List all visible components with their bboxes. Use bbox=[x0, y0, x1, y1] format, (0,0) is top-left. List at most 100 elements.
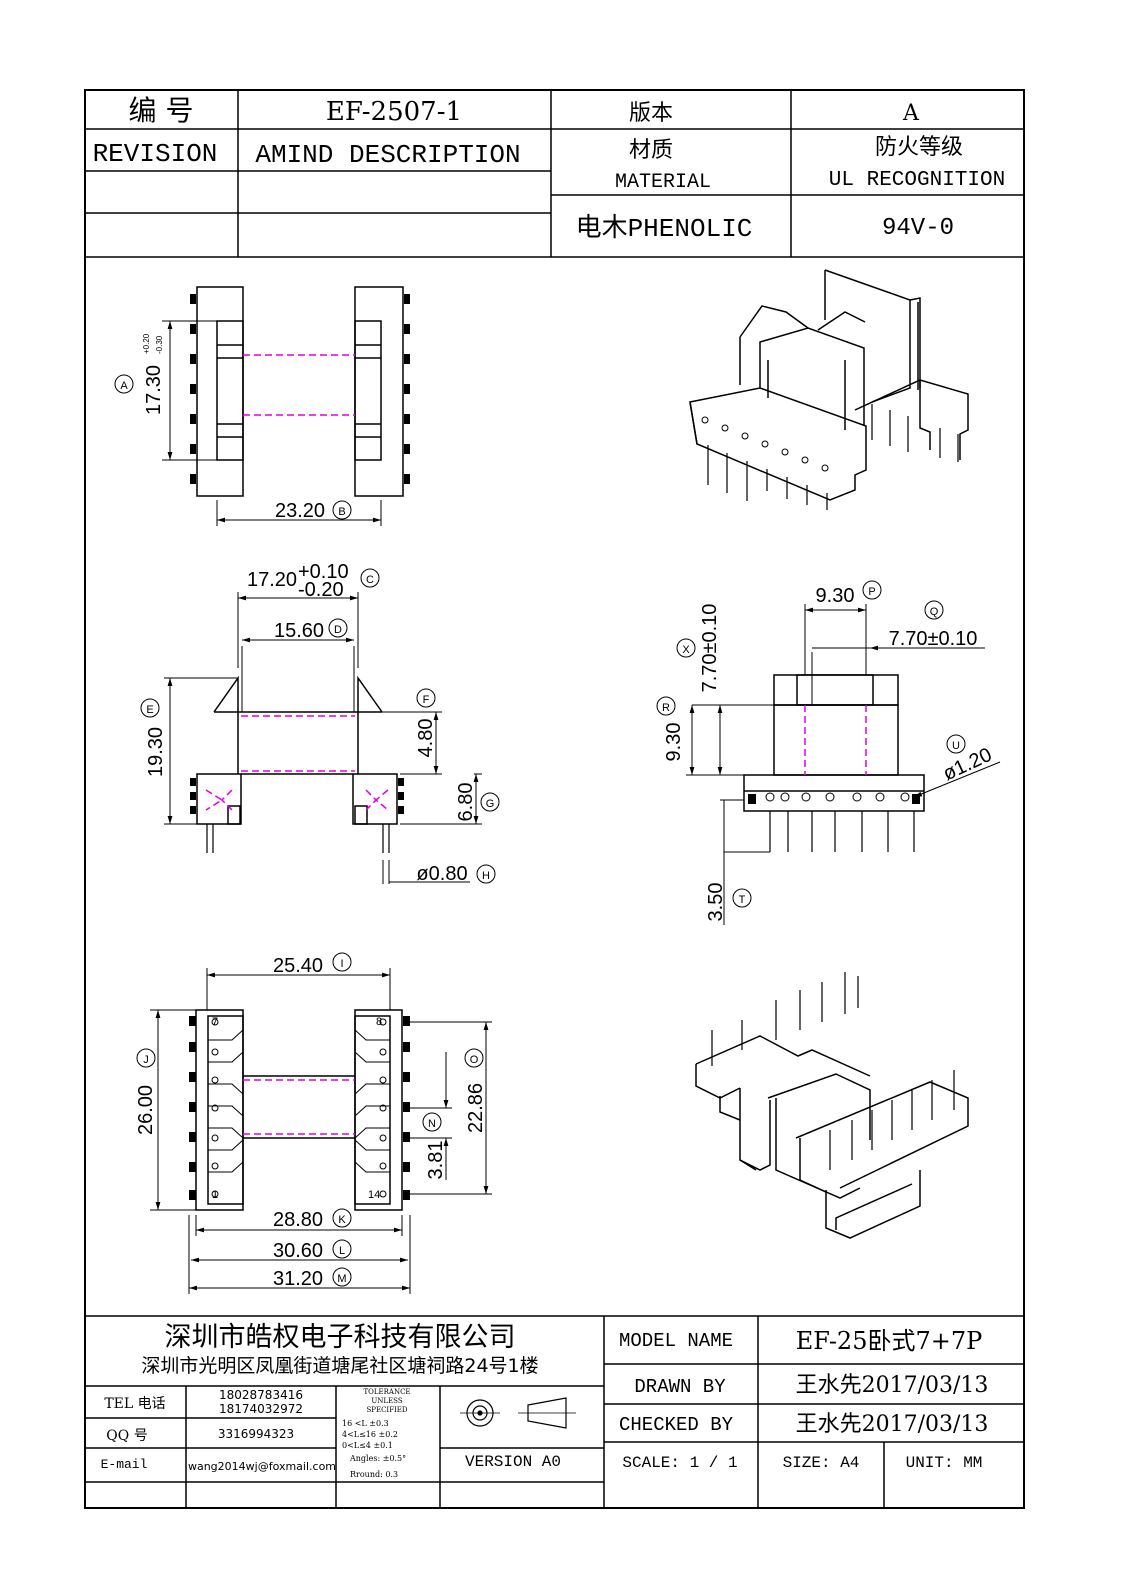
version-label: 版本 bbox=[629, 101, 673, 126]
tel-number-2: 18174032972 bbox=[219, 1402, 303, 1416]
checked-by-value: 王水先2017/03/13 bbox=[796, 1412, 989, 1437]
dim-C: 17.20 +0.10 -0.20 bbox=[247, 561, 349, 601]
dim-U: ø1.20 bbox=[940, 744, 996, 786]
qq-label: QQ 号 bbox=[106, 1428, 147, 1444]
dim-P-tag: P bbox=[868, 586, 875, 598]
svg-text:17.20: 17.20 bbox=[247, 569, 297, 591]
amind-description-label: AMIND DESCRIPTION bbox=[255, 140, 520, 170]
tel-label: TEL 电话 bbox=[104, 1396, 165, 1412]
material-label-en: MATERIAL bbox=[615, 171, 711, 194]
dim-H-tag: H bbox=[482, 870, 490, 882]
svg-text:17.30: 17.30 bbox=[143, 365, 165, 415]
dim-U-tag: U bbox=[952, 740, 960, 752]
dim-P: 9.30 bbox=[816, 585, 855, 607]
pin-7-label: 7 bbox=[212, 1016, 218, 1028]
dim-E: 19.30 bbox=[145, 727, 167, 777]
svg-text:-0.30: -0.30 bbox=[155, 335, 164, 354]
svg-text:-0.20: -0.20 bbox=[298, 579, 344, 601]
scale-label: SCALE: 1 / 1 bbox=[622, 1454, 737, 1472]
dim-O-tag: O bbox=[470, 1054, 479, 1066]
company-address: 深圳市光明区凤凰街道塘尾社区塘祠路24号1楼 bbox=[141, 1355, 538, 1377]
dim-K: 28.80 bbox=[273, 1209, 323, 1231]
isometric-view-top bbox=[689, 269, 969, 510]
dim-R: 9.30 bbox=[663, 723, 685, 762]
side-view bbox=[686, 604, 1001, 925]
svg-text:SPECIFIED: SPECIFIED bbox=[366, 1406, 407, 1414]
top-view-right-flange bbox=[354, 286, 404, 497]
version-text: VERSION A0 bbox=[465, 1453, 561, 1471]
dim-M: 31.20 bbox=[273, 1268, 323, 1290]
dim-G-tag: G bbox=[486, 798, 495, 810]
tolerance-table: TOLERANCE UNLESS SPECIFIED 16 <L ±0.3 4<… bbox=[342, 1388, 411, 1479]
pin-1-label: 1 bbox=[212, 1189, 218, 1201]
version-value: A bbox=[902, 101, 920, 126]
dim-C-tag: C bbox=[366, 574, 374, 586]
tel-number-1: 18028783416 bbox=[219, 1388, 303, 1402]
dim-X-tag: X bbox=[682, 644, 690, 656]
ul-label-cn: 防火等级 bbox=[875, 135, 963, 160]
dim-J-tag: J bbox=[143, 1054, 149, 1066]
size-label: SIZE: A4 bbox=[783, 1454, 860, 1472]
svg-text:4<L≤16 ±0.2: 4<L≤16 ±0.2 bbox=[342, 1430, 398, 1439]
svg-text:UNLESS: UNLESS bbox=[371, 1397, 402, 1405]
email-label: E-mail bbox=[101, 1457, 148, 1472]
svg-text:16 <L ±0.3: 16 <L ±0.3 bbox=[342, 1419, 389, 1428]
top-view-left-flange bbox=[196, 286, 244, 497]
svg-text:Rround: 0.3: Rround: 0.3 bbox=[350, 1470, 398, 1479]
dim-B: 23.20 bbox=[275, 500, 325, 522]
dim-I: 25.40 bbox=[273, 955, 323, 977]
dim-H: ø0.80 bbox=[416, 863, 467, 885]
qq-value: 3316994323 bbox=[218, 1427, 294, 1441]
dim-N-tag: N bbox=[428, 1118, 436, 1130]
dim-F: 4.80 bbox=[415, 719, 437, 758]
dim-D: 15.60 bbox=[274, 620, 324, 642]
ul-value: 94V-0 bbox=[882, 215, 954, 242]
number-label: 编 号 bbox=[129, 94, 194, 127]
svg-text:TOLERANCE: TOLERANCE bbox=[363, 1388, 410, 1396]
dim-X: 7.70±0.10 bbox=[699, 604, 721, 693]
model-name-label: MODEL NAME bbox=[619, 1330, 733, 1352]
unit-label: UNIT: MM bbox=[906, 1454, 983, 1472]
dim-J: 26.00 bbox=[135, 1085, 157, 1135]
company-name: 深圳市皓权电子科技有限公司 bbox=[165, 1322, 516, 1353]
header-block bbox=[85, 90, 1024, 258]
dim-F-tag: F bbox=[423, 694, 430, 706]
sheet-border bbox=[84, 89, 1025, 1509]
drawn-by-value: 王水先2017/03/13 bbox=[796, 1373, 989, 1398]
dim-L-tag: L bbox=[339, 1245, 345, 1257]
svg-text:+0.20: +0.20 bbox=[142, 333, 151, 354]
material-label-cn: 材质 bbox=[629, 138, 673, 163]
model-name-value: EF-25卧式7+7P bbox=[796, 1327, 983, 1355]
dim-R-tag: R bbox=[662, 702, 670, 714]
front-view bbox=[164, 592, 482, 884]
footer-block bbox=[85, 1315, 1024, 1508]
dim-Q: 7.70±0.10 bbox=[889, 628, 978, 650]
isometric-view-bottom bbox=[695, 972, 969, 1239]
drawn-by-label: DRAWN BY bbox=[634, 1376, 726, 1398]
dim-M-tag: M bbox=[337, 1273, 346, 1285]
svg-text:+0.10: +0.10 bbox=[298, 561, 349, 583]
dim-L: 30.60 bbox=[273, 1240, 323, 1262]
email-value: wang2014wj@foxmail.com bbox=[188, 1460, 336, 1473]
ul-label-en: UL RECOGNITION bbox=[829, 169, 1005, 192]
dim-T-tag: T bbox=[739, 894, 746, 906]
dim-B-tag: B bbox=[338, 506, 345, 518]
dim-Q-tag: Q bbox=[930, 606, 939, 618]
part-number: EF-2507-1 bbox=[326, 97, 462, 127]
pin-8-label: 8 bbox=[376, 1016, 382, 1028]
svg-text:Angles: ±0.5°: Angles: ±0.5° bbox=[349, 1454, 406, 1463]
checked-by-label: CHECKED BY bbox=[619, 1414, 734, 1436]
dim-G: 6.80 bbox=[455, 783, 477, 822]
dim-A: 17.30 +0.20 -0.30 bbox=[142, 333, 165, 415]
revision-label: REVISION bbox=[93, 139, 218, 169]
dim-O: 22.86 bbox=[465, 1083, 487, 1133]
pin-14-label: 14 bbox=[368, 1189, 380, 1201]
dim-N: 3.81 bbox=[425, 1141, 447, 1180]
dim-D-tag: D bbox=[334, 624, 342, 636]
dim-E-tag: E bbox=[146, 704, 153, 716]
projection-symbol-icon bbox=[460, 1397, 576, 1429]
dim-I-tag: I bbox=[340, 958, 343, 970]
svg-text:0<L≤4 ±0.1: 0<L≤4 ±0.1 bbox=[342, 1441, 393, 1450]
dim-T: 3.50 bbox=[705, 883, 727, 922]
